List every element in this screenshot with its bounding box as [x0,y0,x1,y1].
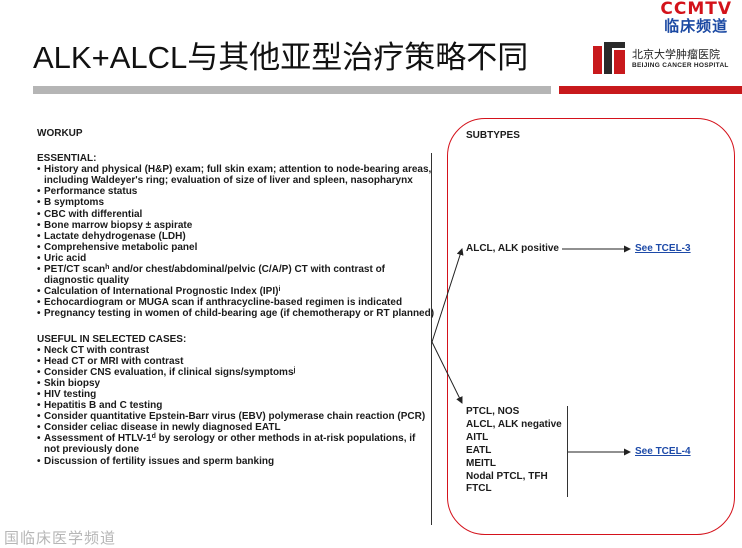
list-item-text: Comprehensive metabolic panel [44,241,198,253]
list-item-text: History and physical (H&P) exam; full sk… [44,164,432,176]
list-item: Uric acid [37,253,437,264]
slide-title: ALK+ALCL与其他亚型治疗策略不同 [33,40,529,75]
list-item: Neck CT with contrast [37,345,437,356]
list-item: Assessment of HTLV-1d by serology or oth… [37,433,437,444]
useful-heading: USEFUL IN SELECTED CASES: [37,333,187,345]
list-item-text: B symptoms [44,197,105,209]
list-item: Lactate dehydrogenase (LDH) [37,231,437,242]
list-item: Hepatitis B and C testing [37,400,437,411]
link-see-tcel-3[interactable]: See TCEL-3 [635,243,691,254]
link-see-tcel-4[interactable]: See TCEL-4 [635,446,691,457]
hospital-emblem-icon [593,42,625,74]
subtype-item: ALCL, ALK negative [466,418,562,430]
subtype-alcl-alk-positive: ALCL, ALK positive [466,243,559,254]
cctv-channel: 临床频道 [664,17,729,35]
list-item-text: PET/CT scan [44,264,106,276]
footnote-marker: i [278,286,281,294]
list-item: Performance status [37,186,437,197]
list-item-continuation: including Waldeyer's ring; evaluation of… [37,175,437,186]
list-item-text: Calculation of International Prognostic … [44,286,279,298]
watermark: 国临床医学频道 [4,529,117,547]
list-item: Head CT or MRI with contrast [37,356,437,367]
subtype-item: EATL [466,444,492,456]
workup-divider [431,153,432,525]
essential-heading: ESSENTIAL: [37,153,97,165]
subtypes-heading: SUBTYPES [466,130,520,141]
list-item: Consider celiac disease in newly diagnos… [37,422,437,433]
list-item: Comprehensive metabolic panel [37,242,437,253]
hospital-name-cn: 北京大学肿瘤医院 [632,48,720,61]
list-item: Discussion of fertility issues and sperm… [37,456,437,467]
hospital-name-en: BEIJING CANCER HOSPITAL [632,62,729,69]
list-item-text-tail: and/or chest/abdominal/pelvic (C/A/P) CT… [109,264,386,276]
list-item-text: Assessment of HTLV-1 [44,433,152,445]
essential-list: History and physical (H&P) exam; full sk… [37,164,437,319]
list-item-text: Head CT or MRI with contrast [44,355,184,367]
list-item-text: including Waldeyer's ring; evaluation of… [44,175,413,187]
subtypes-highlight-box [447,118,735,535]
list-item-text: CBC with differential [44,208,143,220]
list-item-text: Consider CNS evaluation, if clinical sig… [44,366,294,378]
list-item: B symptoms [37,197,437,208]
subtype-item: Nodal PTCL, TFH [466,470,548,482]
list-item: Calculation of International Prognostic … [37,286,437,297]
footnote-marker: h [105,264,110,272]
list-item-text: Consider celiac disease in newly diagnos… [44,422,281,434]
list-item: Consider CNS evaluation, if clinical sig… [37,367,437,378]
list-item: Pregnancy testing in women of child-bear… [37,308,437,319]
list-item-text: HIV testing [44,388,97,400]
list-item-text: Skin biopsy [44,377,101,389]
arrow-to-other-subtypes [431,341,463,404]
list-item-text: Pregnancy testing in women of child-bear… [44,308,435,320]
list-item: Bone marrow biopsy ± aspirate [37,220,437,231]
subtype-group-bracket [567,406,568,497]
list-item-text: Bone marrow biopsy ± aspirate [44,219,193,231]
arrow-to-alk-positive [431,248,464,343]
footnote-marker: d [151,433,156,441]
subtype-item: AITL [466,431,489,443]
workup-column: WORKUP ESSENTIAL: History and physical (… [37,128,437,467]
list-item-text: Discussion of fertility issues and sperm… [44,455,275,467]
list-item-text: Lactate dehydrogenase (LDH) [44,230,186,242]
list-item-text: Neck CT with contrast [44,344,150,356]
list-item-text-tail: by serology or other methods in at-risk … [155,433,416,445]
subtype-item: MEITL [466,457,496,469]
list-item: Echocardiogram or MUGA scan if anthracyc… [37,297,437,308]
list-item-text: Uric acid [44,252,87,264]
footnote-marker: j [293,366,296,374]
header-band-red [559,86,742,94]
list-item: Consider quantitative Epstein-Barr virus… [37,411,437,422]
list-item-text: Performance status [44,186,138,198]
list-item-text: Hepatitis B and C testing [44,400,163,412]
list-item-text: diagnostic quality [44,275,130,287]
list-item-text: Echocardiogram or MUGA scan if anthracyc… [44,297,403,309]
list-item-text: not previously done [44,444,140,456]
cctv-brand: CCMTV [660,0,732,19]
subtype-item: FTCL [466,483,492,495]
cctv-logo: CCMTV 临床频道 [660,0,732,35]
list-item-text: Consider quantitative Epstein-Barr virus… [44,411,426,423]
list-item-continuation: diagnostic quality [37,275,437,286]
list-item: CBC with differential [37,209,437,220]
list-item: PET/CT scanh and/or chest/abdominal/pelv… [37,264,437,275]
list-item: History and physical (H&P) exam; full sk… [37,164,437,175]
workup-heading: WORKUP [37,128,83,139]
list-item: HIV testing [37,389,437,400]
list-item-continuation: not previously done [37,444,437,455]
hospital-logo: 北京大学肿瘤医院 BEIJING CANCER HOSPITAL [591,40,736,78]
useful-list: Neck CT with contrastHead CT or MRI with… [37,345,437,467]
header-band-gray [33,86,551,94]
subtype-item: PTCL, NOS [466,406,520,417]
list-item: Skin biopsy [37,378,437,389]
